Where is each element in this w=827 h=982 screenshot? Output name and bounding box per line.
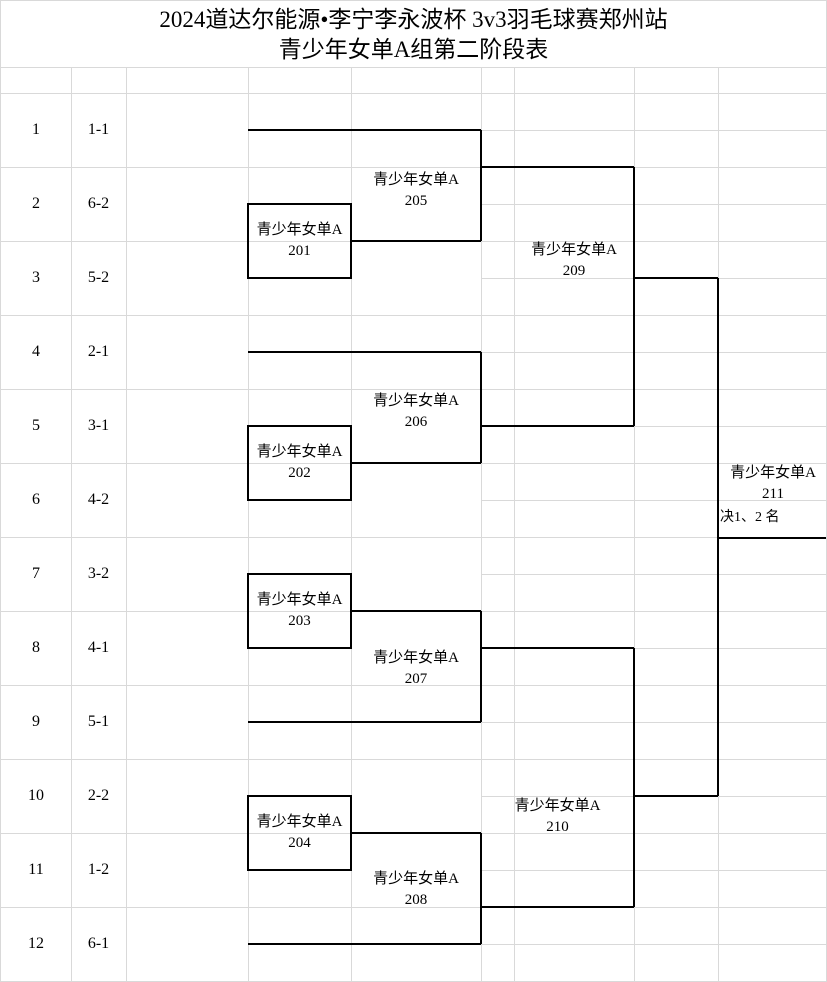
match-name-210: 青少年女单A xyxy=(514,798,601,814)
match-name-209: 青少年女单A xyxy=(531,242,617,258)
match-code-208: 208 xyxy=(404,892,428,908)
match-code-210: 210 xyxy=(546,819,569,835)
seed-label-11: 1-2 xyxy=(87,861,110,878)
row-number-1: 1 xyxy=(32,121,40,138)
match-label-205: 青少年女单A 205 xyxy=(351,170,481,212)
seed-label-4: 2-1 xyxy=(87,343,110,360)
match-code-201: 201 xyxy=(288,243,311,259)
match-name-204: 青少年女单A xyxy=(256,814,343,830)
seed-label-10: 2-2 xyxy=(87,787,110,804)
match-name-201: 青少年女单A xyxy=(256,222,343,238)
row-number-11: 11 xyxy=(28,861,44,878)
row-number-10: 10 xyxy=(28,787,44,804)
title-line1: 2024道达尔能源•李宁李永波杯 3v3羽毛球赛郑州站 xyxy=(159,7,668,32)
match-code-205: 205 xyxy=(404,193,428,209)
seed-label-7: 3-2 xyxy=(87,565,110,582)
match-code-204: 204 xyxy=(288,835,311,851)
match-label-210: 青少年女单A 210 xyxy=(481,796,634,838)
match-code-207: 207 xyxy=(404,671,428,687)
match-label-202: 青少年女单A 202 xyxy=(248,442,351,484)
match-name-211: 青少年女单A xyxy=(730,465,816,481)
title-line2: 青少年女单A组第二阶段表 xyxy=(278,37,549,62)
row-number-12: 12 xyxy=(28,935,44,952)
row-number-6: 6 xyxy=(32,491,40,508)
row-number-3: 3 xyxy=(32,269,40,286)
match-code-211: 211 xyxy=(762,486,784,502)
match-label-208: 青少年女单A 208 xyxy=(351,869,481,911)
match-label-206: 青少年女单A 206 xyxy=(351,391,481,433)
match-name-208: 青少年女单A xyxy=(373,871,459,887)
seed-label-6: 4-2 xyxy=(87,491,110,508)
match-label-209: 青少年女单A 209 xyxy=(514,240,634,282)
grid-lines xyxy=(1,67,826,981)
row-number-2: 2 xyxy=(32,195,40,212)
seed-label-2: 6-2 xyxy=(87,195,110,212)
row-number-4: 4 xyxy=(32,343,40,360)
match-code-202: 202 xyxy=(288,465,311,481)
final-note: 决1、2 名 xyxy=(720,510,780,525)
row-number-9: 9 xyxy=(32,713,40,730)
seed-label-3: 5-2 xyxy=(87,269,110,286)
seed-label-5: 3-1 xyxy=(87,417,110,434)
match-name-203: 青少年女单A xyxy=(256,592,343,608)
match-code-209: 209 xyxy=(562,263,586,279)
seed-label-9: 5-1 xyxy=(87,713,110,730)
tournament-title: 2024道达尔能源•李宁李永波杯 3v3羽毛球赛郑州站 青少年女单A组第二阶段表 xyxy=(1,5,826,65)
match-label-211: 青少年女单A 211 xyxy=(718,463,826,505)
match-code-206: 206 xyxy=(404,414,428,430)
match-name-205: 青少年女单A xyxy=(373,172,459,188)
row-number-7: 7 xyxy=(32,565,40,582)
match-label-204: 青少年女单A 204 xyxy=(248,812,351,854)
match-name-207: 青少年女单A xyxy=(373,650,459,666)
match-code-203: 203 xyxy=(288,613,311,629)
match-label-203: 青少年女单A 203 xyxy=(248,590,351,632)
seed-label-8: 4-1 xyxy=(87,639,110,656)
seed-label-1: 1-1 xyxy=(87,121,110,138)
match-label-207: 青少年女单A 207 xyxy=(351,648,481,690)
seed-label-12: 6-1 xyxy=(87,935,110,952)
match-name-202: 青少年女单A xyxy=(256,444,343,460)
match-name-206: 青少年女单A xyxy=(373,393,459,409)
row-number-5: 5 xyxy=(32,417,40,434)
bracket-lines xyxy=(247,129,826,945)
row-number-8: 8 xyxy=(32,639,40,656)
match-label-201: 青少年女单A 201 xyxy=(248,220,351,262)
